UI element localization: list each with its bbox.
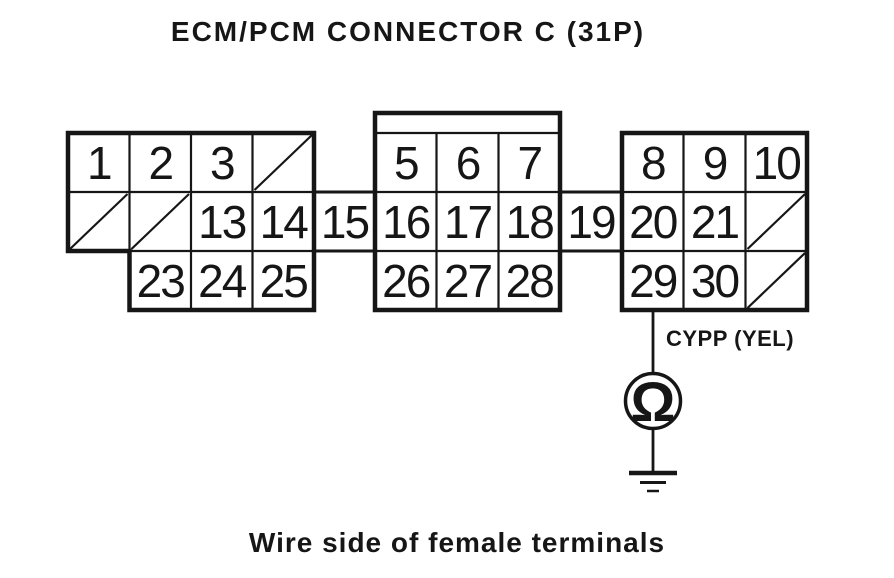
bridge-strip-lines: [314, 190, 622, 253]
middle-block-tab: [372, 110, 563, 133]
pin-23: 23: [137, 255, 185, 307]
pin-17: 17: [444, 196, 492, 248]
pin-18: 18: [506, 196, 554, 248]
pin-28: 28: [506, 255, 554, 307]
pin-16: 16: [382, 196, 430, 248]
blocked-terminal-slash: [130, 193, 190, 250]
pin-20: 20: [629, 196, 677, 248]
right-block-grid: [622, 133, 807, 310]
probe-circuit: CYPP (YEL) Ω: [623, 310, 794, 493]
blocked-terminal-slash: [746, 193, 806, 250]
middle-block-outline: [372, 133, 563, 313]
connector-middle-block: 5 6 7 16 17 18 26 27 28: [372, 110, 563, 313]
connector-left-block: 1 2 3 13 14 23 24 25: [65, 130, 317, 313]
left-block-outline: [65, 130, 317, 313]
pin-14: 14: [260, 196, 309, 248]
blocked-terminal-slash: [69, 193, 129, 250]
right-block-outline: [619, 130, 810, 313]
pin-13: 13: [198, 196, 246, 248]
pin-5: 5: [394, 137, 418, 189]
pin-9: 9: [703, 137, 727, 189]
pin-21: 21: [691, 196, 739, 248]
pin-2: 2: [148, 137, 172, 189]
pin-6: 6: [456, 137, 480, 189]
pin-3: 3: [210, 137, 234, 189]
blocked-terminal-slash: [746, 252, 806, 309]
pin-8: 8: [641, 137, 665, 189]
blocked-terminal-slash: [253, 134, 313, 191]
pin-19: 19: [567, 196, 615, 248]
pin-24: 24: [198, 255, 247, 307]
chassis-ground-icon: [629, 470, 677, 493]
pin-29: 29: [629, 255, 677, 307]
diagram-caption: Wire side of female terminals: [249, 527, 665, 558]
pin-30: 30: [691, 255, 739, 307]
pin-1: 1: [87, 137, 111, 189]
pin-25: 25: [260, 255, 308, 307]
pin-7: 7: [517, 137, 541, 189]
connector-bridges: 15 19: [314, 190, 622, 253]
ohmmeter-symbol: Ω: [631, 370, 676, 433]
middle-block-grid: [375, 131, 560, 310]
connector-right-block: 8 9 10 20 21 29 30: [619, 130, 810, 313]
wire-label: CYPP (YEL): [666, 326, 794, 351]
pin-15: 15: [321, 196, 369, 248]
pin-26: 26: [382, 255, 430, 307]
left-block-grid: [68, 133, 314, 310]
pin-10: 10: [753, 137, 801, 189]
diagram-title: ECM/PCM CONNECTOR C (31P): [171, 16, 645, 47]
pin-27: 27: [444, 255, 492, 307]
